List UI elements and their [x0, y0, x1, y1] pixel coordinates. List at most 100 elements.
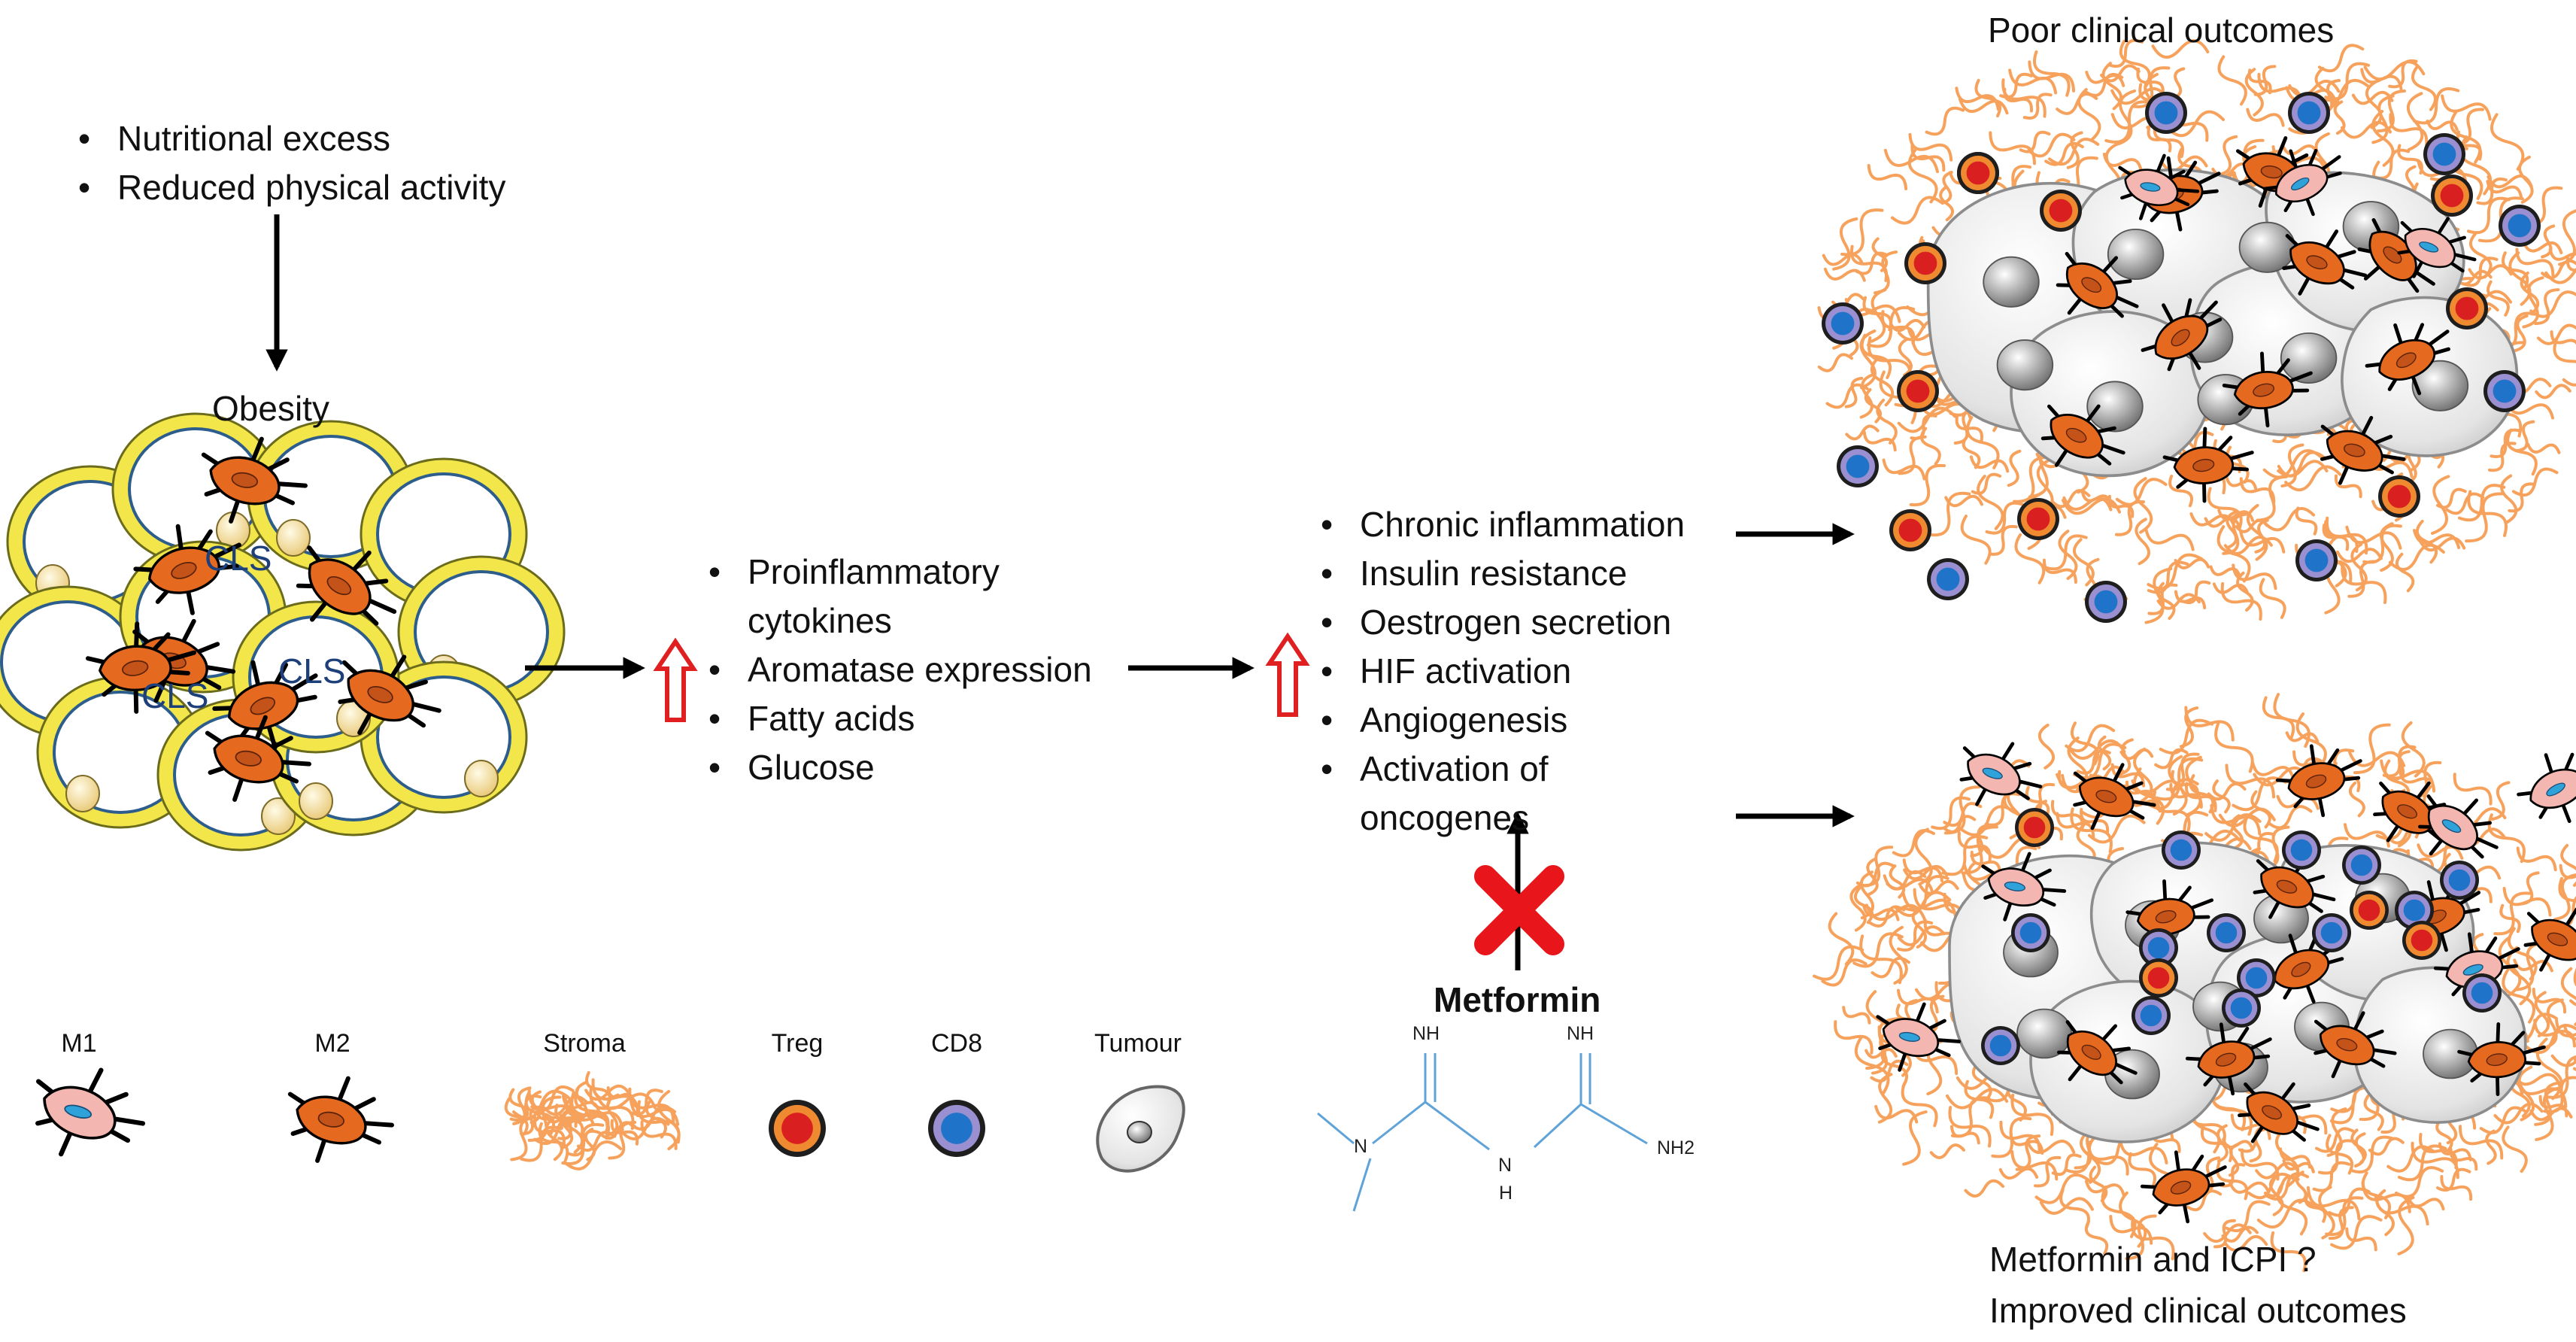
cd8-cell	[2342, 846, 2381, 885]
m2-macrophage	[2320, 415, 2406, 485]
chem-atom: N	[1354, 1136, 1368, 1157]
cd8-cell	[2085, 581, 2127, 623]
treg-cell	[2378, 475, 2420, 518]
treg-cell	[2446, 287, 2488, 329]
treg-cell	[2402, 921, 2441, 960]
cd8-cell	[1981, 1026, 2020, 1065]
mediator-item: Glucose	[705, 743, 1092, 792]
cd8-cell	[2312, 913, 2351, 952]
legend-label-m1: M1	[61, 1029, 97, 1058]
increase-arrow-icon	[1265, 632, 1310, 717]
effect-item: Oestrogen secretion	[1318, 598, 1685, 647]
block-cross-icon	[1474, 865, 1564, 955]
effect-item: Angiogenesis	[1318, 696, 1685, 745]
cd8-cell	[2499, 205, 2541, 247]
effect-item: Insulin resistance	[1318, 549, 1685, 598]
m2-macrophage	[2238, 1082, 2320, 1143]
cd8-cell	[2295, 539, 2338, 581]
mediator-item: Fatty acids	[705, 694, 1092, 743]
chem-atom: NH	[1412, 1023, 1440, 1044]
treg-cell	[2040, 190, 2082, 232]
treg-cell	[1897, 370, 1939, 412]
metformin-bond	[1372, 1101, 1426, 1145]
chem-atom: NH	[1567, 1023, 1594, 1044]
m1-macrophage	[2517, 752, 2576, 824]
metformin-bond	[1425, 1101, 1490, 1151]
treg-cell	[2139, 958, 2178, 997]
m2-macrophage	[2057, 1020, 2138, 1085]
m1-macrophage	[1981, 852, 2067, 921]
m2-macrophage	[2523, 907, 2576, 972]
cls-label: CLS	[278, 651, 346, 691]
lifestyle-item: Reduced physical activity	[75, 163, 505, 212]
chem-atom: NH2	[1657, 1137, 1695, 1158]
cd8-cell	[2145, 92, 2187, 134]
metformin-bond	[1317, 1112, 1355, 1145]
mediator-item: Aromatase expression	[705, 645, 1092, 694]
increase-arrow-icon	[653, 637, 698, 722]
legend-label-tumour: Tumour	[1094, 1029, 1182, 1058]
cls-label: CLS	[205, 539, 272, 578]
m1-macrophage	[2262, 148, 2342, 217]
cd8-cell	[2237, 958, 2276, 997]
effect-list: Chronic inflammation Insulin resistance …	[1318, 500, 1685, 843]
cd8-cell	[1927, 558, 1969, 600]
metformin-bond	[1352, 1158, 1372, 1212]
m1-macrophage	[1876, 1002, 1962, 1072]
m2-macrophage	[2073, 763, 2156, 830]
m2-macrophage	[86, 621, 197, 714]
m2-macrophage	[2141, 298, 2223, 372]
cd8-cell	[2440, 861, 2479, 900]
legend-label-m2: M2	[314, 1029, 350, 1058]
m2-macrophage	[338, 654, 441, 735]
chem-atom: H	[1499, 1183, 1513, 1204]
m2-macrophage	[2140, 1150, 2227, 1224]
lifestyle-item: Nutritional excess	[75, 114, 505, 163]
improved-outcomes-label: Improved clinical outcomes	[1989, 1291, 2407, 1330]
cd8-cell	[2207, 913, 2246, 952]
effect-item: Chronic inflammation	[1318, 500, 1685, 549]
cd8-cell	[2131, 996, 2171, 1035]
cd8-cell	[2288, 92, 2330, 134]
treg-cell	[2431, 175, 2473, 217]
m1-macrophage	[2397, 217, 2477, 278]
legend-label-stroma: Stroma	[543, 1029, 626, 1058]
lifestyle-list: Nutritional excess Reduced physical acti…	[75, 114, 505, 212]
tumour-cell-icon	[1096, 1085, 1185, 1173]
m2-macrophage	[205, 715, 311, 802]
effect-item: HIF activation	[1318, 647, 1685, 696]
obesity-label: Obesity	[212, 389, 329, 428]
m2-macrophage	[2457, 1022, 2546, 1097]
cd8-cell	[1822, 302, 1864, 345]
cd8-cell	[2423, 133, 2465, 175]
m2-macrophage	[2365, 323, 2450, 396]
treg-cell-icon	[769, 1100, 826, 1157]
treg-cell	[1957, 152, 1999, 194]
treatment-question-label: Metformin and ICPI ?	[1989, 1240, 2317, 1279]
m2-macrophage	[2275, 744, 2362, 818]
cls-label: CLS	[141, 676, 209, 715]
m2-macrophage	[2125, 879, 2214, 953]
treg-cell	[1904, 242, 1946, 284]
cd8-cell	[2139, 928, 2178, 967]
cd8-cell	[2011, 913, 2050, 952]
m2-macrophage	[212, 660, 318, 750]
m2-macrophage	[2185, 1022, 2272, 1096]
cd8-cell	[2162, 830, 2201, 870]
m2-macrophage	[2222, 351, 2313, 428]
legend-label-cd8: CD8	[930, 1029, 983, 1058]
m2-macrophage	[2253, 855, 2336, 919]
treg-cell	[2015, 808, 2054, 847]
m1-macrophage-icon	[35, 1067, 146, 1157]
m1-macrophage	[2118, 153, 2200, 220]
metformin-bond	[1533, 1103, 1582, 1149]
m2-macrophage	[2261, 933, 2344, 1004]
poor-outcomes-label: Poor clinical outcomes	[1988, 11, 2335, 50]
metformin-label: Metformin	[1434, 980, 1601, 1019]
m2-macrophage	[2056, 251, 2139, 318]
m2-macrophage	[2040, 404, 2125, 467]
treg-cell	[2350, 891, 2389, 930]
